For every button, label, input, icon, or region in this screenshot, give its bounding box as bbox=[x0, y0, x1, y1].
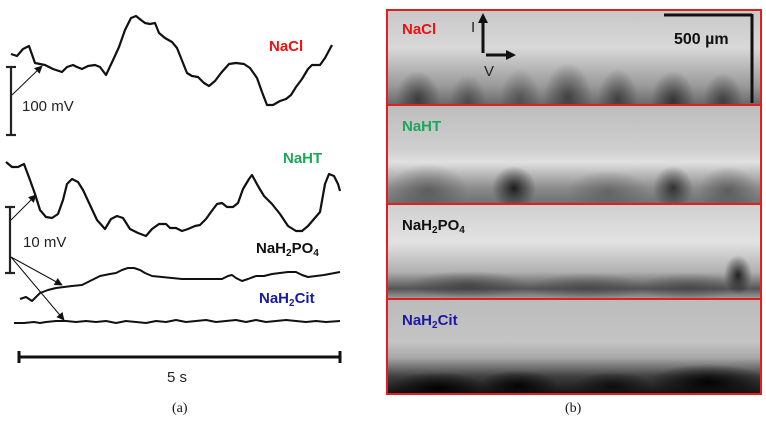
panel-a: NaCl NaHT NaH2PO4 NaH2Cit 100 mV 10 mV 5… bbox=[0, 0, 370, 425]
caption-a: (a) bbox=[172, 401, 188, 416]
voltage-traces bbox=[5, 14, 342, 363]
axis-label-v: V bbox=[484, 63, 495, 80]
label-nacl: NaCl bbox=[269, 38, 304, 55]
scale-label-100mv: 100 mV bbox=[22, 98, 74, 115]
label-naht: NaHT bbox=[283, 150, 323, 167]
strip-label-naht: NaHT bbox=[402, 118, 442, 135]
strip-nah2po4: NaH2PO4 bbox=[388, 205, 760, 300]
time-scale-label: 5 s bbox=[167, 369, 188, 386]
scale-bar-500um bbox=[664, 13, 754, 103]
strip-nacl: NaCl I V 500 µm bbox=[388, 11, 760, 106]
trace-nacl bbox=[10, 14, 333, 107]
axis-arrows-icon bbox=[478, 13, 516, 60]
trace-nah2cit bbox=[14, 319, 341, 324]
trace-nah2po4 bbox=[19, 267, 341, 302]
panel-b-image-stack: NaCl I V 500 µm NaHT NaH2PO4 NaH2Cit bbox=[386, 9, 762, 395]
caption-b: (b) bbox=[565, 401, 582, 416]
scale-label-10mv: 10 mV bbox=[23, 234, 67, 251]
scale-bar-100mv bbox=[6, 65, 43, 137]
trace-naht bbox=[5, 161, 342, 238]
scale-bar-10mv bbox=[5, 194, 65, 321]
strip-label-nah2po4: NaH2PO4 bbox=[402, 217, 465, 236]
strip-naht: NaHT bbox=[388, 106, 760, 205]
scale-label-500um: 500 µm bbox=[674, 31, 729, 48]
axis-label-i: I bbox=[471, 19, 476, 36]
strip-label-nah2cit: NaH2Cit bbox=[402, 312, 458, 331]
strip-label-nacl: NaCl bbox=[402, 21, 437, 38]
label-nah2po4: NaH2PO4 bbox=[256, 240, 319, 259]
label-nah2cit: NaH2Cit bbox=[259, 290, 315, 309]
time-scale-bar bbox=[17, 351, 342, 363]
strip-nah2cit: NaH2Cit bbox=[388, 300, 760, 393]
